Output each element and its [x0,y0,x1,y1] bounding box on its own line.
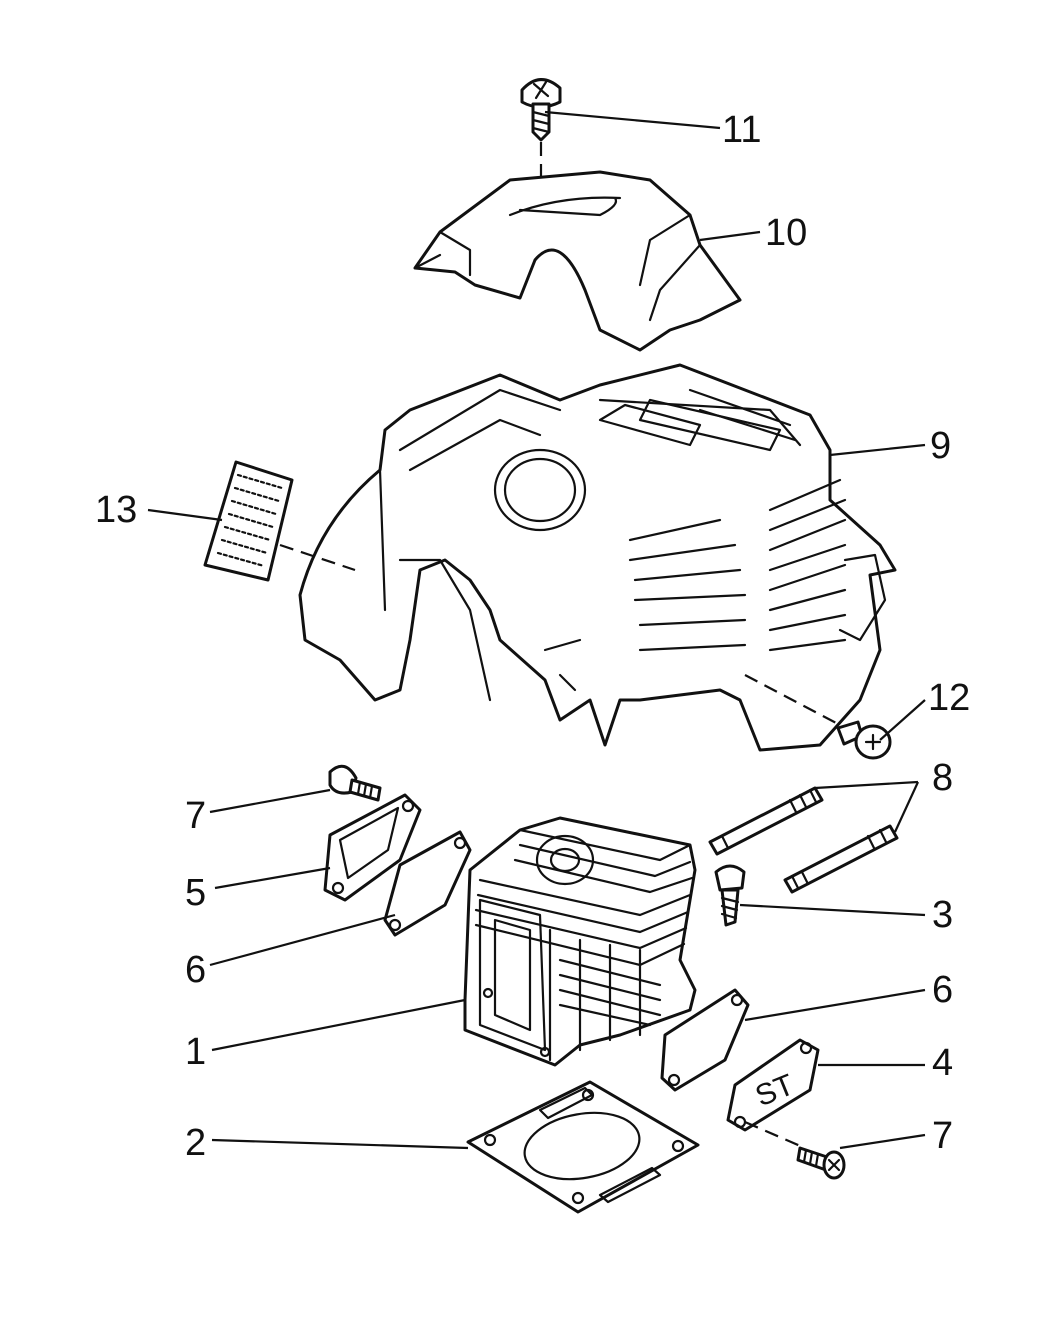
label-4: 4 [932,1042,953,1084]
intake-plate-5 [323,793,422,902]
label-7-lower: 7 [932,1115,953,1157]
stud-bolts-8 [708,786,899,894]
warning-label-13 [203,460,294,582]
screw-lower-7 [796,1146,846,1180]
st-plate-4: ST [726,1038,820,1132]
leader-lines [147,110,926,1150]
label-6-exhaust: 6 [932,969,953,1011]
label-12: 12 [928,677,970,719]
dashed-axis-13 [279,543,356,572]
socket-bolt-3 [714,864,746,927]
label-10: 10 [765,212,807,254]
label-2: 2 [185,1122,206,1164]
base-gasket-2 [466,1080,700,1214]
top-cover-10 [413,170,742,352]
label-13: 13 [95,489,137,531]
screw-upper-7 [328,764,382,802]
label-6-intake: 6 [185,949,206,991]
cylinder-cover-9 [298,363,897,752]
label-5: 5 [185,872,206,914]
dashed-axis-7-lower [744,1120,806,1150]
gasket-exhaust-6 [660,988,750,1092]
side-screw-12 [836,720,892,760]
cylinder-1 [463,816,697,1067]
dashed-axis-12 [744,674,841,726]
label-3: 3 [932,894,953,936]
top-screw-11 [520,78,562,142]
gasket-intake-6 [383,830,472,937]
label-11: 11 [722,109,761,151]
label-1: 1 [185,1031,206,1073]
label-8: 8 [932,757,953,799]
label-7-upper: 7 [185,795,206,837]
label-9: 9 [930,425,951,467]
